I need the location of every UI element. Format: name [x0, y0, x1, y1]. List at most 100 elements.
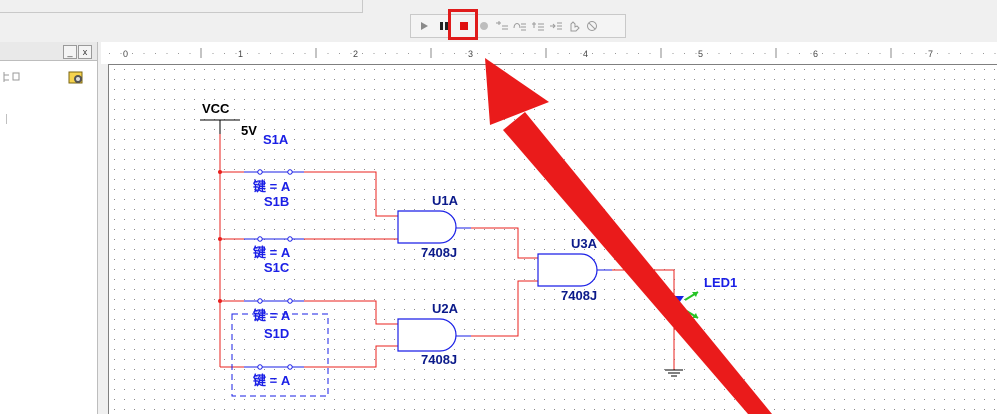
switch-s1a[interactable]: S1A 键 = A [244, 132, 304, 194]
ruler-minor-tick [132, 53, 133, 54]
annotation-arrow [485, 58, 772, 414]
ruler-minor-tick [362, 53, 363, 54]
step-into-button[interactable] [493, 17, 510, 34]
and-gate-u3a[interactable]: U3A 7408J [537, 236, 612, 303]
svg-text:7408J: 7408J [421, 245, 457, 260]
ruler-minor-tick [304, 53, 306, 54]
svg-text:7408J: 7408J [421, 352, 457, 367]
run-to-cursor-button[interactable] [547, 17, 564, 34]
ruler-minor-tick [638, 53, 639, 54]
step-over-button[interactable] [511, 17, 528, 34]
ruler-minor-tick [385, 53, 386, 54]
switch-s1c[interactable]: S1C 键 = A [244, 260, 304, 323]
step-out-button[interactable] [529, 17, 546, 34]
switch-s1d[interactable]: S1D 键 = A [231, 313, 329, 397]
svg-text:U1A: U1A [432, 193, 459, 208]
ruler-minor-tick [937, 53, 938, 54]
ruler-minor-tick [787, 53, 789, 54]
simulation-toolbar [410, 14, 626, 38]
and-gate-u2a[interactable]: U2A 7408J [397, 301, 471, 367]
svg-text:S1B: S1B [264, 194, 289, 209]
panel-restore-button[interactable]: _ [63, 45, 77, 59]
stop-icon [459, 21, 468, 30]
main-toolbar-remnant [0, 0, 363, 13]
ruler-minor-tick [477, 53, 478, 54]
record-button[interactable] [475, 17, 492, 34]
ruler-minor-tick [603, 53, 605, 54]
ruler-label: 5 [698, 49, 703, 59]
run-to-cursor-icon [549, 22, 562, 29]
ruler-minor-tick [902, 53, 904, 54]
ruler-minor-tick [948, 53, 950, 54]
ruler-minor-tick [833, 53, 835, 54]
ruler-minor-tick [511, 53, 513, 54]
ruler-label: 1 [238, 49, 243, 59]
project-view-icon[interactable] [68, 69, 84, 85]
record-icon [479, 21, 488, 30]
switch-key-label: 键 = A [252, 308, 291, 323]
ruler-minor-tick [592, 53, 593, 54]
ruler-minor-tick [155, 53, 156, 54]
ruler-minor-tick [994, 53, 996, 54]
ruler-minor-tick [442, 53, 444, 54]
ruler-minor-tick [500, 53, 501, 54]
ruler-minor-tick [730, 53, 731, 54]
remove-breakpoints-button[interactable] [583, 17, 600, 34]
and-gate-u1a[interactable]: U1A 7408J [397, 193, 471, 260]
breakpoint-icon [570, 20, 580, 31]
vcc-voltage-label: 5V [241, 123, 257, 138]
switch-key-label: 键 = A [252, 245, 291, 260]
play-button[interactable] [415, 17, 432, 34]
ruler-minor-tick [718, 53, 720, 54]
ruler-minor-tick [695, 53, 697, 54]
ruler-minor-tick [580, 53, 582, 54]
stop-button-highlight [448, 9, 478, 40]
step-into-icon [495, 20, 508, 29]
panel-close-button[interactable]: x [78, 45, 92, 59]
ruler-minor-tick [465, 53, 467, 54]
ruler-minor-tick [281, 53, 283, 54]
ruler-minor-tick [960, 53, 961, 54]
step-out-icon [531, 21, 544, 30]
ruler-minor-tick [339, 53, 340, 54]
ruler-minor-tick [212, 53, 214, 54]
ruler-minor-tick [971, 53, 973, 54]
ruler-minor-tick [868, 53, 869, 54]
svg-text:S1C: S1C [264, 260, 290, 275]
remove-breakpoints-icon [586, 20, 597, 31]
vertical-ruler [101, 64, 109, 414]
ruler-label: 0 [123, 49, 128, 59]
switch-key-label: 键 = A [252, 179, 291, 194]
ruler-minor-tick [649, 53, 651, 54]
junction-dots [218, 170, 222, 303]
ruler-minor-tick [856, 53, 858, 54]
breakpoint-button[interactable] [565, 17, 582, 34]
vcc-label: VCC [202, 101, 230, 116]
ruler-minor-tick [626, 53, 628, 54]
switch-s1b[interactable]: S1B 键 = A [244, 194, 304, 260]
ruler-minor-tick [557, 53, 559, 54]
hierarchy-icon[interactable] [2, 70, 22, 84]
ruler-minor-tick [879, 53, 881, 54]
ruler-minor-tick [178, 53, 179, 54]
selection-box [231, 313, 329, 397]
ruler-minor-tick [224, 53, 225, 54]
ruler-minor-tick [396, 53, 398, 54]
pause-icon [439, 21, 448, 30]
ruler-label: 6 [813, 49, 818, 59]
svg-text:S1A: S1A [263, 132, 289, 147]
ruler-label: 4 [583, 49, 588, 59]
ruler-minor-tick [523, 53, 524, 54]
ground-symbol[interactable] [665, 369, 683, 377]
vcc-source[interactable]: VCC 5V [200, 101, 257, 138]
pause-button[interactable] [435, 17, 452, 34]
stop-button[interactable] [455, 17, 472, 34]
ruler-minor-tick [373, 53, 375, 54]
top-toolbar-area [0, 0, 997, 40]
ruler-label: 2 [353, 49, 358, 59]
ruler-minor-tick [247, 53, 248, 54]
design-toolbox-panel: _ x [0, 42, 98, 414]
